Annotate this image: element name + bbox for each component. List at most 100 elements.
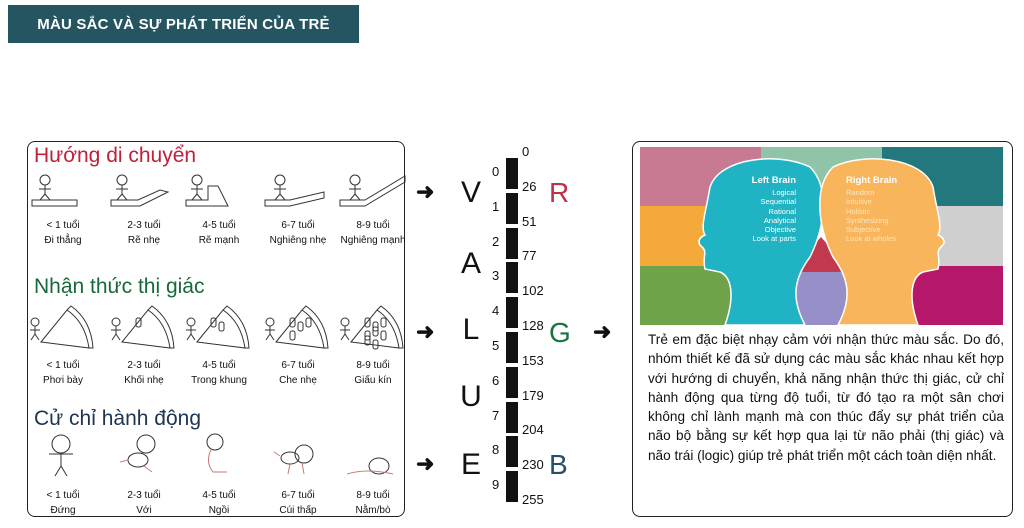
page-title-banner: MÀU SẮC VÀ SỰ PHÁT TRIỂN CỦA TRẺ — [8, 5, 359, 43]
scale-letter: A — [460, 247, 481, 280]
page-title: MÀU SẮC VÀ SỰ PHÁT TRIỂN CỦA TRẺ — [37, 15, 330, 33]
arrow-right-icon: ➜ — [593, 319, 612, 344]
left-brain-item: Analytical — [763, 215, 796, 225]
arrow-right-icon: ➜ — [416, 451, 435, 476]
stage-label: Nghiêng nhẹ — [269, 235, 327, 246]
value-number: 77 — [522, 248, 537, 264]
level-number: 3 — [492, 268, 500, 284]
age-label: 8-9 tuổi — [356, 490, 390, 501]
age-label: < 1 tuổi — [46, 490, 80, 501]
child-figure-icon — [339, 174, 406, 207]
child-figure-icon — [340, 305, 404, 350]
description-text: Trẻ em đặc biệt nhạy cảm với nhận thức m… — [648, 332, 1004, 463]
child-figure-icon — [31, 174, 78, 207]
child-figure-icon — [346, 457, 394, 475]
rgb-letter: B — [549, 449, 568, 480]
right-brain-item: Look at wholes — [846, 234, 897, 244]
stage-label: Đi thẳng — [44, 235, 82, 246]
arrow-right-icon: ➜ — [416, 179, 435, 204]
value-number: 255 — [522, 492, 544, 507]
age-label: 6-7 tuổi — [281, 490, 315, 501]
value-number: 102 — [522, 283, 544, 299]
child-figure-icon — [206, 433, 227, 473]
level-number: 4 — [492, 303, 500, 319]
arrow-right-icon: ➜ — [416, 319, 435, 344]
left-brain-item: Look at parts — [752, 234, 796, 244]
child-figure-icon — [30, 305, 94, 349]
section-title-gesture: Cử chỉ hành động — [34, 407, 202, 430]
stage-label: Rẽ mạnh — [198, 235, 240, 246]
stage-label: Trong khung — [191, 375, 247, 386]
stage-label: Cúi thấp — [279, 505, 317, 516]
right-brain-item: Intuitive — [846, 197, 872, 207]
age-label: 2-3 tuổi — [127, 220, 161, 231]
stage-label: Rẽ nhẹ — [127, 235, 161, 246]
head-silhouettes — [698, 158, 945, 325]
age-item: 4-5 tuổi Rẽ mạnh — [179, 172, 259, 248]
level-number: 0 — [492, 164, 500, 179]
scale-segment — [506, 401, 518, 433]
stage-label: Nằm/bò — [355, 505, 391, 516]
child-figure-icon — [185, 174, 229, 207]
scale-segment — [506, 297, 518, 329]
scale-letter: L — [462, 313, 480, 346]
age-label: 8-9 tuổi — [356, 360, 390, 371]
child-figure-icon — [264, 174, 325, 207]
stage-label: Ngồi — [208, 505, 230, 516]
age-label: < 1 tuổi — [46, 220, 80, 231]
stage-label: Che nhẹ — [279, 375, 317, 386]
right-brain-item: Synthesizing — [846, 215, 889, 225]
level-number: 9 — [492, 477, 500, 493]
stage-label: Đứng — [50, 505, 76, 516]
age-label: 4-5 tuổi — [202, 490, 236, 501]
value-number: 204 — [522, 422, 544, 438]
child-figure-icon — [265, 305, 329, 349]
level-number: 7 — [492, 407, 500, 423]
level-number: 6 — [492, 372, 500, 388]
section-title-movement: Hướng di chuyển — [34, 144, 197, 167]
child-figure-icon — [119, 434, 156, 473]
scale-letter: E — [460, 448, 481, 481]
section-title-visual: Nhận thức thị giác — [34, 275, 205, 298]
age-label: 4-5 tuổi — [202, 360, 236, 371]
right-brain-title: Right Brain — [846, 175, 898, 186]
right-brain-item: Subjective — [846, 225, 881, 235]
rgb-letter: R — [549, 177, 570, 208]
scale-segment — [506, 227, 518, 259]
left-brain-item: Objective — [764, 225, 796, 235]
scale-segment — [506, 471, 518, 503]
value-number: 179 — [522, 387, 544, 403]
scale-segment — [506, 262, 518, 294]
age-label: 2-3 tuổi — [127, 360, 161, 371]
left-brain-item: Sequential — [760, 197, 796, 207]
child-figure-icon — [273, 444, 314, 475]
age-label: 4-5 tuổi — [202, 220, 236, 231]
left-brain-item: Rational — [768, 206, 796, 216]
level-number: 8 — [492, 442, 500, 458]
child-figure-icon — [111, 305, 175, 349]
value-number: 51 — [522, 213, 537, 229]
scale-segment — [506, 366, 518, 398]
age-label: < 1 tuổi — [46, 360, 80, 371]
right-brain-item: Random — [846, 188, 875, 197]
scale-segment — [506, 332, 518, 363]
value-number: 26 — [522, 178, 537, 194]
scale-segment — [506, 192, 518, 224]
value-number: 153 — [522, 352, 544, 368]
right-brain-item: Holistic — [846, 206, 871, 216]
stage-label: Giấu kín — [354, 375, 392, 386]
left-brain-item: Logical — [772, 188, 796, 197]
